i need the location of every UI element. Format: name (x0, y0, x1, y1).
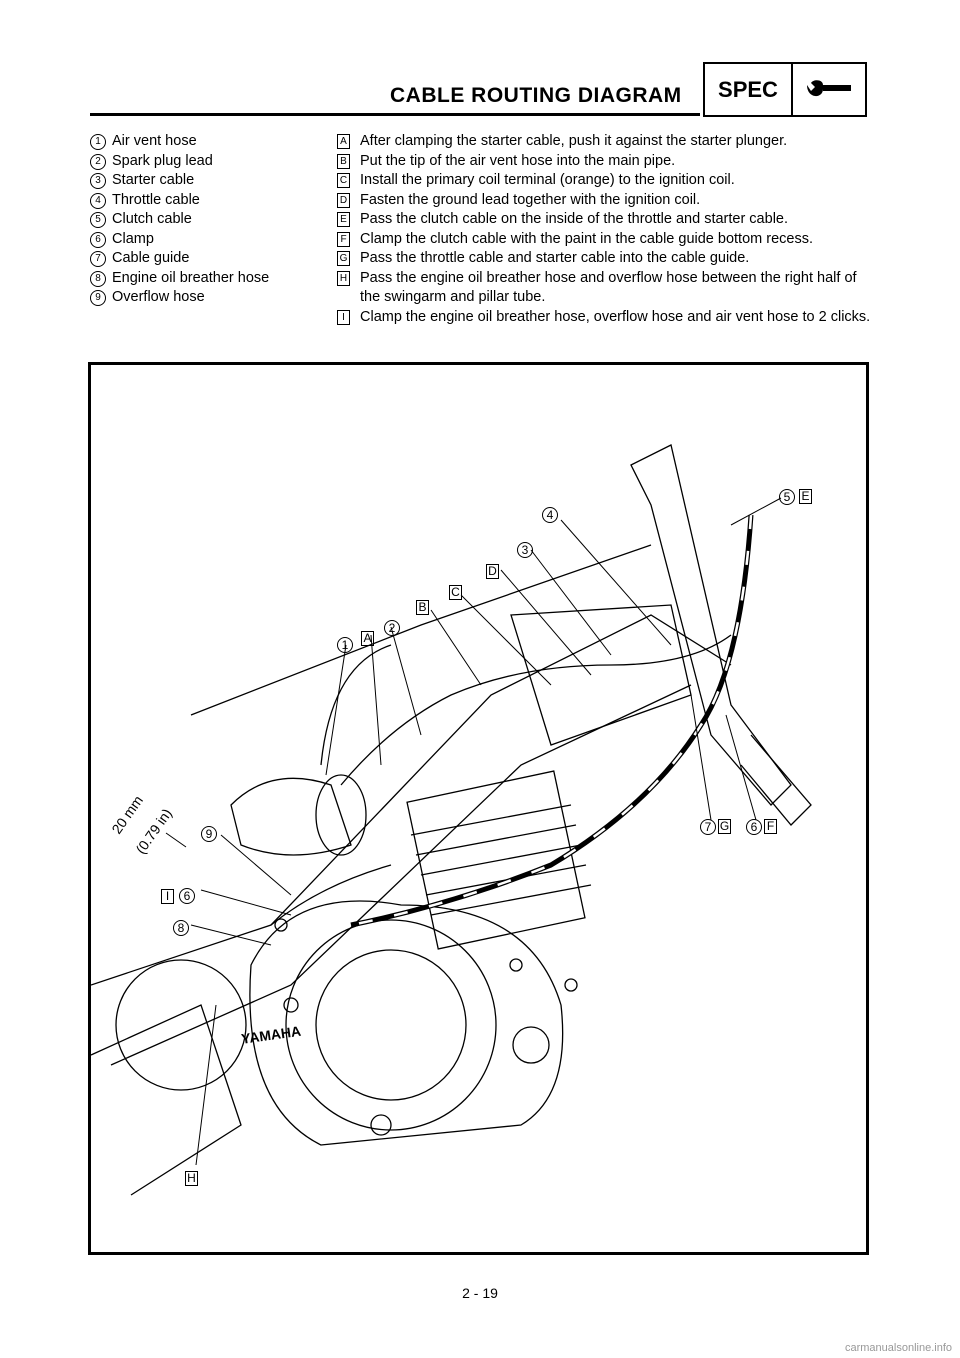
instruction-text: Clamp the engine oil breather hose, over… (360, 308, 871, 325)
instruction-key: C (337, 173, 350, 188)
callout-5: 5 (779, 489, 795, 505)
callout-2: 2 (384, 620, 400, 636)
instruction-key: E (337, 212, 350, 227)
legend-item: 1 Air vent hose (90, 132, 269, 152)
callout-1: 1 (337, 637, 353, 653)
instructions-legend: A After clamping the starter cable, push … (337, 132, 877, 327)
dimension-label-mm: 20 mm (108, 792, 146, 836)
instruction-key: H (337, 270, 350, 286)
legend-item: 2 Spark plug lead (90, 152, 269, 172)
legend-number: 9 (90, 290, 106, 306)
instruction-item: C Install the primary coil terminal (oran… (337, 171, 877, 191)
callout-6b: 6 (179, 888, 195, 904)
callout-6: 6 (746, 819, 762, 835)
callout-C: C (449, 585, 462, 600)
legend-text: Clamp (112, 230, 154, 247)
brand-text: YAMAHA (240, 1023, 302, 1047)
callout-F: F (764, 819, 777, 834)
legend-item: 4 Throttle cable (90, 191, 269, 211)
instruction-key: D (337, 192, 350, 208)
instruction-key: B (337, 153, 350, 169)
instruction-key: F (337, 231, 350, 247)
instruction-key: A (337, 134, 350, 149)
watermark: carmanualsonline.info (844, 1342, 952, 1354)
page-number: 2 - 19 (462, 1285, 498, 1301)
callout-8: 8 (173, 920, 189, 936)
instruction-text: Pass the clutch cable on the inside of t… (360, 211, 789, 227)
legend-item: 6 Clamp (90, 230, 269, 250)
callout-9: 9 (201, 826, 217, 842)
legend-number: 1 (90, 134, 106, 150)
callout-E: E (799, 489, 812, 504)
header-rule (90, 113, 700, 116)
instruction-item: A After clamping the starter cable, push … (337, 132, 877, 152)
instruction-key: I (337, 309, 350, 325)
callout-D: D (486, 564, 499, 579)
legend-text: Cable guide (112, 250, 190, 266)
callout-B: B (416, 600, 429, 615)
spec-label: SPEC (705, 64, 793, 115)
legend-number: 8 (90, 270, 106, 287)
legend-text: Throttle cable (112, 191, 200, 208)
parts-legend: 1 Air vent hose 2 Spark plug lead 3 Starter c… (90, 132, 269, 308)
legend-text: Air vent hose (112, 133, 197, 149)
cable-routing-illustration: YAMAHA 20 mm (0.79 in) 1 A 2 B C D 3 4 5… (88, 362, 869, 1255)
instruction-text: Put the tip of the air vent hose into th… (360, 152, 676, 169)
legend-item: 3 Starter cable (90, 171, 269, 191)
instruction-key: G (337, 251, 350, 266)
legend-number: 5 (90, 212, 106, 228)
instruction-text: Fasten the ground lead together with the… (360, 191, 701, 208)
instruction-item: E Pass the clutch cable on the inside of … (337, 210, 877, 230)
instruction-text: Clamp the clutch cable with the paint in… (360, 230, 813, 247)
instruction-item: I Clamp the engine oil breather hose, ove… (337, 308, 877, 328)
legend-item: 9 Overflow hose (90, 288, 269, 308)
legend-text: Starter cable (112, 172, 195, 188)
legend-text: Spark plug lead (112, 152, 213, 169)
motorcycle-line-drawing: YAMAHA 20 mm (0.79 in) (91, 444, 812, 1196)
legend-number: 2 (90, 153, 106, 170)
legend-item: 5 Clutch cable (90, 210, 269, 230)
instruction-text: After clamping the starter cable, push i… (360, 133, 788, 149)
callout-H: H (185, 1171, 198, 1186)
instruction-text: Pass the engine oil breather hose and ov… (360, 269, 857, 306)
wrench-icon (793, 64, 865, 115)
legend-text: Overflow hose (112, 289, 205, 305)
spec-badge: SPEC (703, 62, 867, 117)
page-title: CABLE ROUTING DIAGRAM (390, 84, 682, 107)
dimension-label-in: (0.79 in) (132, 805, 175, 856)
callout-7: 7 (700, 819, 716, 835)
callout-4: 4 (542, 507, 558, 523)
callout-I: I (161, 889, 174, 904)
instruction-item: D Fasten the ground lead together with th… (337, 191, 877, 211)
legend-number: 6 (90, 231, 106, 248)
instruction-text: Pass the throttle cable and starter cabl… (360, 250, 750, 266)
legend-number: 7 (90, 251, 106, 267)
instruction-item: G Pass the throttle cable and starter cab… (337, 249, 877, 269)
instruction-item: F Clamp the clutch cable with the paint i… (337, 230, 877, 250)
instruction-item: H Pass the engine oil breather hose and o… (337, 269, 877, 308)
legend-item: 7 Cable guide (90, 249, 269, 269)
callout-A: A (361, 631, 374, 646)
legend-text: Clutch cable (112, 211, 192, 227)
legend-text: Engine oil breather hose (112, 269, 270, 286)
legend-number: 4 (90, 192, 106, 209)
callout-G: G (718, 819, 731, 834)
callout-3: 3 (517, 542, 533, 558)
instruction-item: B Put the tip of the air vent hose into t… (337, 152, 877, 172)
legend-number: 3 (90, 173, 106, 189)
legend-item: 8 Engine oil breather hose (90, 269, 269, 289)
instruction-text: Install the primary coil terminal (orang… (360, 172, 735, 188)
